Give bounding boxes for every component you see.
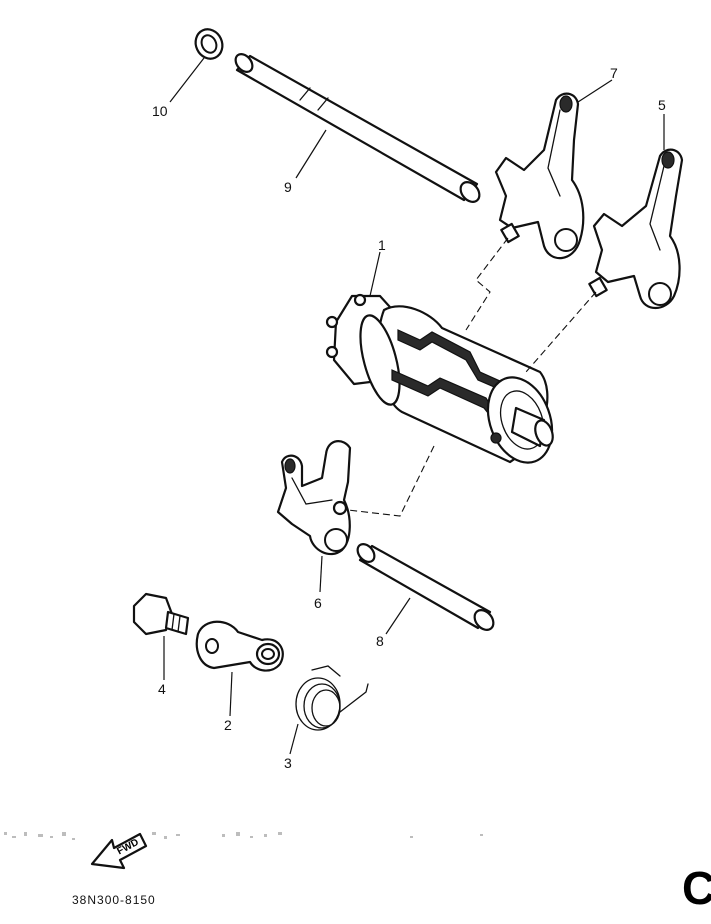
callout-2: 2	[224, 717, 232, 733]
callout-5: 5	[658, 97, 666, 113]
callout-9: 9	[284, 179, 292, 195]
callout-leader-lines	[163, 57, 665, 755]
part-3-torsion-spring	[295, 665, 369, 731]
part-2-stopper-lever	[195, 620, 284, 672]
part-1-shift-drum	[325, 293, 554, 464]
part-4-bolt	[132, 592, 190, 636]
fwd-arrow: FWD	[90, 832, 148, 870]
part-5-shift-fork	[588, 148, 684, 310]
part-10-circlip	[194, 28, 224, 60]
assembly-alignment-lines	[347, 237, 597, 517]
callout-1: 1	[378, 237, 386, 253]
part-9-shift-fork-shaft	[234, 53, 481, 203]
part-8-shift-fork-shaft	[356, 543, 495, 631]
scan-artifact-marks	[4, 832, 483, 840]
corner-letter: C	[682, 862, 711, 914]
callout-10: 10	[152, 103, 168, 119]
callout-6: 6	[314, 595, 322, 611]
diagram-code: 38N300-8150	[72, 893, 156, 907]
part-7-shift-fork	[494, 92, 585, 260]
callout-8: 8	[376, 633, 384, 649]
callout-3: 3	[284, 755, 292, 771]
callout-7: 7	[610, 65, 618, 81]
callout-4: 4	[158, 681, 166, 697]
part-6-shift-fork	[276, 440, 352, 556]
